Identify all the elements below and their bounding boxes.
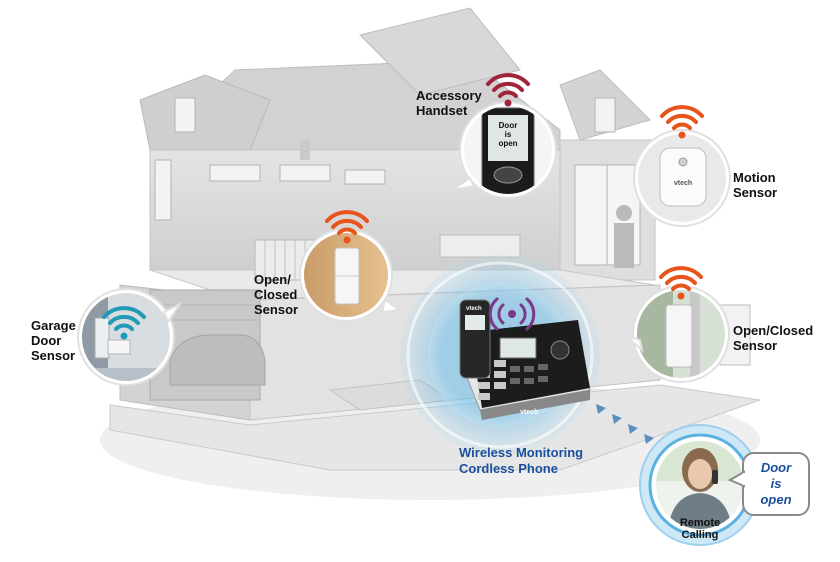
base-brand-text: vtech — [520, 409, 538, 416]
open-closed-right-line-2: Sensor — [733, 338, 778, 353]
wifi-signal-icon — [102, 306, 146, 340]
handset-screen-line-2: is — [505, 130, 512, 139]
accessory-handset-label: Accessory Handset — [416, 88, 482, 118]
open-closed-sensor-right-callout — [625, 285, 730, 383]
wifi-signal-icon — [660, 105, 704, 139]
motion-sensor-label: Motion Sensor — [733, 170, 777, 200]
wifi-signal-icon — [486, 73, 530, 107]
motion-sensor-label-line-2: Sensor — [733, 185, 778, 200]
handset-brand-text: vtech — [466, 306, 482, 312]
remote-calling-line-1: Remote — [679, 517, 721, 529]
wireless-phone-line-1: Wireless Monitoring — [459, 445, 584, 460]
motion-sensor-label-line-1: Motion — [733, 170, 776, 185]
speech-bubble-line-2: is — [770, 476, 782, 491]
motion-sensor-callout: vtech — [633, 129, 731, 227]
garage-door-sensor-label: Garage Door Sensor — [31, 318, 76, 363]
remote-calling-line-2: Calling — [681, 529, 719, 541]
motion-sensor-brand: vtech — [674, 180, 692, 187]
speech-bubble-tail — [728, 470, 746, 488]
garage-door-line-3: Sensor — [31, 348, 76, 363]
accessory-handset-callout: Door is open — [451, 101, 557, 199]
radio-wave-icon — [488, 297, 536, 331]
open-closed-sensor-right-label: Open/Closed Sensor — [733, 323, 813, 353]
open-closed-right-line-1: Open/Closed — [733, 323, 814, 338]
accessory-handset-label-line-1: Accessory — [416, 88, 482, 103]
door-open-speech-bubble: Door is open — [742, 452, 810, 516]
remote-calling-label: Remote Calling — [660, 517, 740, 541]
open-closed-left-line-2: Closed — [254, 287, 298, 302]
speech-bubble-line-3: open — [760, 492, 792, 507]
garage-door-line-2: Door — [31, 333, 62, 348]
garage-door-line-1: Garage — [31, 318, 76, 333]
handset-screen-line-1: Door — [499, 121, 518, 130]
remote-calling-callout — [639, 424, 761, 546]
open-closed-sensor-left-callout — [299, 228, 403, 322]
wifi-signal-icon — [659, 266, 703, 300]
wireless-phone-label: Wireless Monitoring Cordless Phone — [459, 445, 583, 477]
handset-screen-line-3: open — [498, 139, 517, 148]
open-closed-sensor-left-label: Open/ Closed Sensor — [254, 272, 298, 317]
wireless-phone-line-2: Cordless Phone — [459, 461, 558, 476]
speech-bubble-line-1: Door — [760, 460, 792, 475]
accessory-handset-label-line-2: Handset — [416, 103, 468, 118]
open-closed-left-line-3: Sensor — [254, 302, 299, 317]
open-closed-left-line-1: Open/ — [254, 272, 291, 287]
wifi-signal-icon — [325, 210, 369, 244]
cordless-phone-base: vtech vtech — [459, 299, 591, 420]
